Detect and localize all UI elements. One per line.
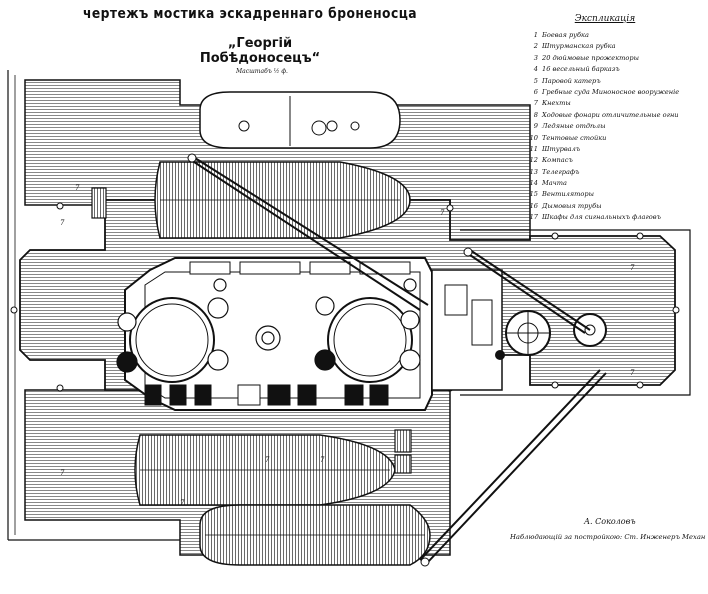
svg-text:7: 7 xyxy=(75,184,80,192)
drawing-title: чертежъ мостика эскадреннаго броненосца xyxy=(82,6,418,22)
svg-text:7: 7 xyxy=(265,456,270,464)
boat-davits xyxy=(187,157,607,563)
ship-name: „Георгій Побѣдоносецъ“ xyxy=(199,36,321,66)
scale-note: Масштабъ ½ ф. xyxy=(236,68,288,75)
davit-pivots xyxy=(187,153,473,567)
lower-launch xyxy=(199,504,431,566)
svg-text:7: 7 xyxy=(180,499,185,507)
locker-row xyxy=(144,384,389,406)
steam-launch xyxy=(199,91,401,149)
chart-house xyxy=(431,269,505,391)
svg-text:7: 7 xyxy=(630,369,635,377)
svg-text:7: 7 xyxy=(60,469,65,477)
legend-title: Экспликація xyxy=(574,14,636,24)
svg-text:7: 7 xyxy=(630,264,635,272)
approval-note: Наблюдающій за постройкою: Ст. Инженеръ … xyxy=(510,533,706,541)
svg-text:7: 7 xyxy=(320,456,325,464)
svg-text:7: 7 xyxy=(440,209,445,217)
signature: А. Соколовъ xyxy=(584,517,636,526)
ventilators xyxy=(116,278,421,373)
mast-platform xyxy=(505,310,551,356)
tower-top-fittings xyxy=(189,261,411,275)
svg-text:7: 7 xyxy=(60,219,65,227)
lower-rowing-boat xyxy=(134,434,396,506)
flag-lockers xyxy=(91,187,412,474)
callouts: 7 7 7 7 7 7 7 7 7 xyxy=(60,184,635,507)
funnels xyxy=(129,297,413,383)
upper-rowing-boat xyxy=(154,161,411,239)
